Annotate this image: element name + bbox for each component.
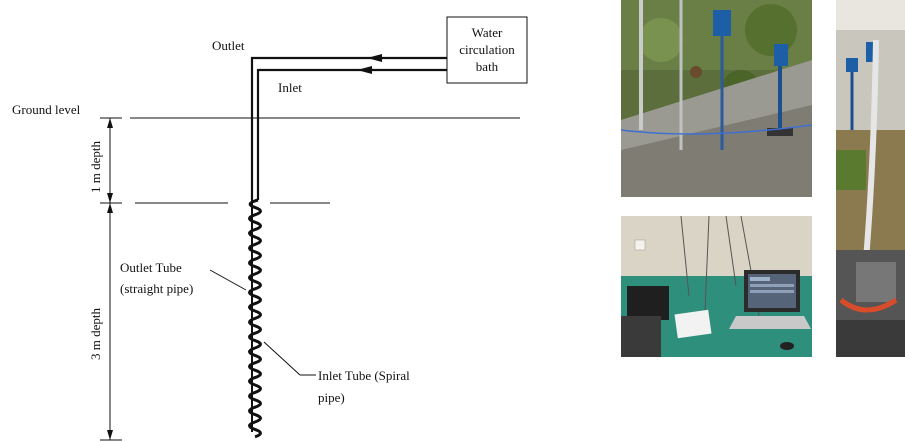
laptop-keyboard xyxy=(729,316,811,329)
outlet-label: Outlet xyxy=(212,38,245,53)
water-bath-box xyxy=(446,16,528,84)
photo-pipe-installation xyxy=(836,0,905,357)
bath-label-2: circulation xyxy=(459,42,515,57)
bath-label-1: Water xyxy=(472,25,503,40)
bath-label-3: bath xyxy=(476,59,499,74)
ground-heat-exchanger-diagram: Water circulation bath Outlet Inlet Grou… xyxy=(12,16,528,441)
spiral-coil-path xyxy=(248,198,262,439)
outlet-tube-pointer xyxy=(209,269,247,291)
photo-laptop-datalogger xyxy=(621,216,812,357)
outlet-tube-label-2: (straight pipe) xyxy=(120,281,193,296)
ground-level-label: Ground level xyxy=(12,102,81,117)
depth1-label: 1 m depth xyxy=(88,141,103,193)
datalogger xyxy=(627,286,669,320)
inlet-tube-spiral xyxy=(248,198,262,439)
depth3-arrow-down xyxy=(107,430,113,440)
depth1-arrow-down xyxy=(107,193,113,203)
outlet-tube-label-1: Outlet Tube xyxy=(120,260,182,275)
depth1-arrow-up xyxy=(107,118,113,128)
inlet-arrow xyxy=(357,66,372,74)
inlet-label: Inlet xyxy=(278,80,302,95)
inlet-pipe xyxy=(256,68,447,200)
inlet-tube-pointer xyxy=(263,341,301,376)
photo-field-sensor xyxy=(621,0,812,197)
depth3-label: 3 m depth xyxy=(88,308,103,360)
outlet-arrow xyxy=(367,54,382,62)
inlet-tube-label-1: Inlet Tube (Spiral xyxy=(318,368,410,383)
sensor-box xyxy=(713,10,731,36)
sensor-box-2 xyxy=(774,44,788,66)
depth3-arrow-up xyxy=(107,203,113,213)
inlet-tube-label-2: pipe) xyxy=(318,390,345,405)
